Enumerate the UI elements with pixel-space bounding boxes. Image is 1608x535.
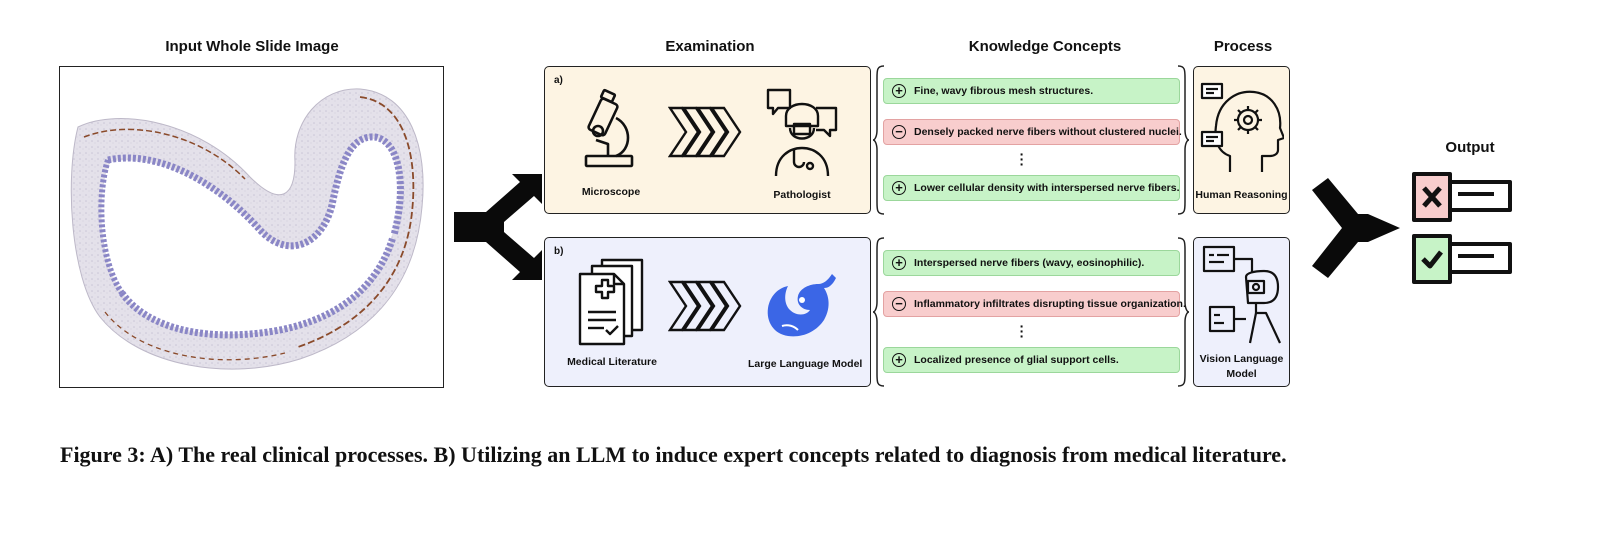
checklist-icon	[1412, 172, 1512, 284]
microscope-icon	[584, 88, 634, 168]
concept-b-2: − Inflammatory infiltrates disrupting ti…	[883, 291, 1186, 317]
plus-icon: +	[892, 181, 906, 195]
pathologist-label: Pathologist	[773, 189, 831, 201]
panel-b-tag: b)	[554, 246, 564, 257]
right-brace-b	[1177, 237, 1190, 387]
concept-text: Lower cellular density with interspersed…	[914, 182, 1180, 194]
microscope-label: Microscope	[581, 186, 641, 198]
concept-text: Fine, wavy fibrous mesh structures.	[914, 85, 1094, 97]
minus-icon: −	[892, 297, 906, 311]
concept-text: Densely packed nerve fibers without clus…	[914, 126, 1182, 138]
whole-slide-image	[59, 66, 444, 388]
pathologist-icon	[766, 88, 838, 177]
medical-literature-label: Medical Literature	[567, 356, 657, 368]
left-brace-b	[872, 237, 885, 387]
plus-icon: +	[892, 353, 906, 367]
plus-icon: +	[892, 84, 906, 98]
input-title: Input Whole Slide Image	[165, 38, 339, 55]
examination-title: Examination	[665, 38, 755, 55]
document-icon	[578, 258, 644, 346]
concept-a-2: − Densely packed nerve fibers without cl…	[883, 119, 1182, 145]
figure-caption: Figure 3: A) The real clinical processes…	[60, 442, 1287, 467]
concept-text: Inflammatory infiltrates disrupting tiss…	[914, 298, 1186, 310]
merge-arrow-icon	[1312, 178, 1400, 278]
concept-text: Localized presence of glial support cell…	[914, 354, 1119, 366]
chevrons-icon	[668, 280, 742, 332]
minus-icon: −	[892, 125, 906, 139]
human-reasoning-label: Human Reasoning	[1195, 189, 1288, 201]
split-arrow-icon	[454, 174, 542, 280]
plus-icon: +	[892, 256, 906, 270]
knowledge-title: Knowledge Concepts	[968, 38, 1122, 55]
concept-a-1: + Fine, wavy fibrous mesh structures.	[883, 78, 1180, 104]
process-title: Process	[1213, 38, 1273, 55]
concept-a-3: + Lower cellular density with interspers…	[883, 175, 1180, 201]
ellipsis-vertical-icon: ···	[1019, 318, 1025, 344]
chevrons-icon	[668, 106, 742, 158]
left-brace-a	[872, 65, 885, 215]
concept-b-1: + Interspersed nerve fibers (wavy, eosin…	[883, 250, 1180, 276]
concept-text: Interspersed nerve fibers (wavy, eosinop…	[914, 257, 1145, 269]
tissue-section-image	[70, 88, 424, 370]
llm-label: Large Language Model	[748, 358, 863, 370]
whale-icon	[767, 274, 836, 337]
right-brace-a	[1177, 65, 1190, 215]
concept-b-3: + Localized presence of glial support ce…	[883, 347, 1180, 373]
robot-icon	[1202, 245, 1281, 344]
output-title: Output	[1445, 139, 1495, 156]
head-gear-icon	[1200, 82, 1284, 172]
vlm-label: Vision Language Model	[1199, 353, 1284, 380]
panel-a-tag: a)	[554, 75, 563, 86]
ellipsis-vertical-icon: ···	[1019, 146, 1025, 172]
